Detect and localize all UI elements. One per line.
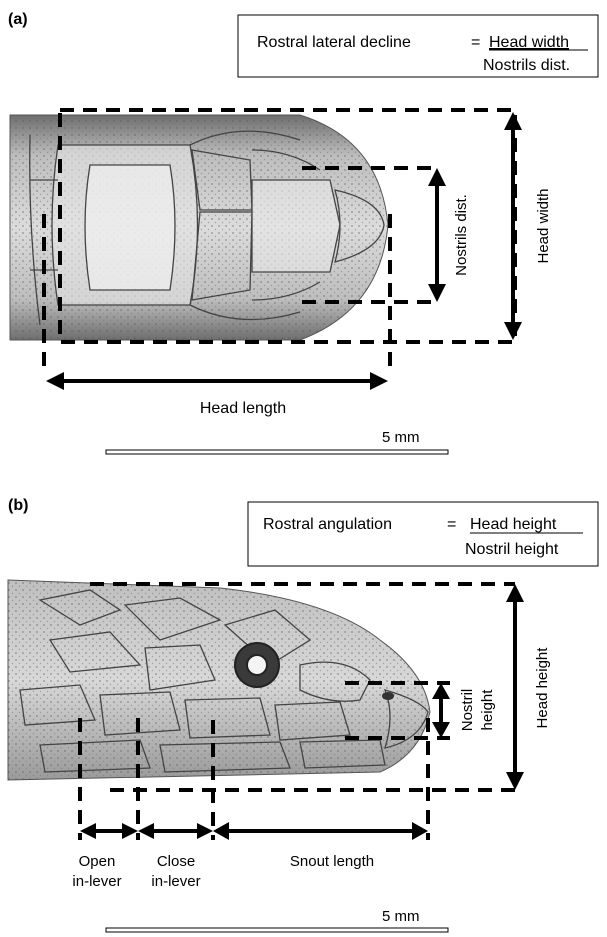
panel-a-label: (a): [8, 11, 28, 28]
scale-bar-b-label: 5 mm: [382, 908, 420, 925]
scale-bar-b: [106, 928, 448, 932]
head-length-label: Head length: [200, 400, 286, 417]
nostril-height-label-line1: Nostril: [459, 689, 476, 732]
formula-a-name: Rostral lateral decline: [257, 34, 411, 51]
panel-b-label: (b): [8, 497, 28, 514]
close-in-lever-label-line1: Close: [157, 853, 195, 870]
scale-bar-a: [106, 450, 448, 454]
formula-box-a: Rostral lateral decline = Head width Nos…: [238, 15, 598, 77]
head-width-arrow: [504, 112, 522, 340]
head-height-arrow: [506, 584, 524, 790]
head-length-arrow: [46, 372, 388, 390]
formula-box-b: Rostral angulation = Head height Nostril…: [248, 502, 598, 566]
formula-b-equals: =: [447, 516, 456, 533]
formula-b-name: Rostral angulation: [263, 516, 392, 533]
scale-bar-a-label: 5 mm: [382, 429, 420, 446]
nostril-height-arrow: [432, 683, 450, 738]
snake-head-dorsal-photo: [10, 115, 388, 340]
nostrils-dist-arrow: [428, 168, 446, 302]
nostril-icon: [382, 692, 394, 700]
panel-a: (a) Rostral lateral decline = Head width…: [8, 11, 598, 454]
snout-length-arrow: [213, 822, 428, 840]
panel-b: (b) Rostral angulation = Head height Nos…: [8, 497, 598, 932]
nostril-height-label-line2: height: [479, 689, 496, 731]
formula-b-denominator: Nostril height: [465, 541, 559, 558]
nostrils-dist-label: Nostrils dist.: [453, 194, 470, 276]
snake-head-lateral-photo: [8, 580, 430, 780]
formula-b-numerator: Head height: [470, 516, 557, 533]
formula-a-numerator: Head width: [489, 34, 569, 51]
head-height-label: Head height: [534, 647, 551, 729]
formula-a-equals: =: [471, 34, 480, 51]
close-in-lever-label-line2: in-lever: [151, 873, 200, 890]
open-in-lever-label-line1: Open: [79, 853, 116, 870]
close-in-lever-arrow: [138, 823, 213, 839]
head-width-label: Head width: [535, 188, 552, 263]
open-in-lever-arrow: [80, 823, 138, 839]
formula-a-denominator: Nostrils dist.: [483, 57, 570, 74]
open-in-lever-label-line2: in-lever: [72, 873, 121, 890]
snout-length-label: Snout length: [290, 853, 374, 870]
